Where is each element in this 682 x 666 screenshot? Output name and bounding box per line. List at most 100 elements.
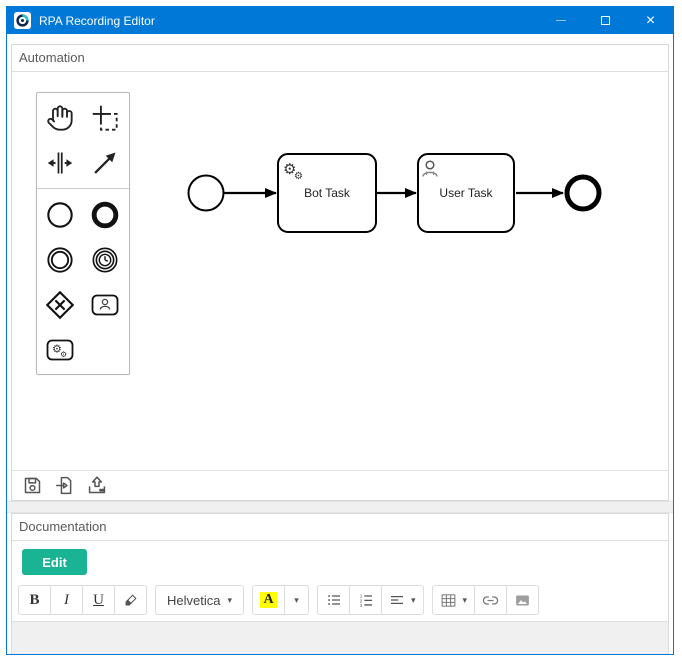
upload-icon: [88, 476, 105, 494]
automation-title: Automation: [19, 50, 85, 65]
font-color-icon: A: [260, 591, 277, 609]
documentation-panel: Documentation Edit B I U: [11, 513, 669, 654]
digit-1: 1: [359, 593, 362, 598]
palette-start-event[interactable]: [37, 192, 82, 237]
digit-3: 3: [359, 603, 362, 608]
bot-task-label: Bot Task: [304, 186, 351, 200]
caret-down-icon: ▾: [411, 594, 416, 605]
bpmn-canvas[interactable]: ⚙ ⚙ Bot Task User Task: [12, 72, 668, 470]
rpa-editor-window: RPA Recording Editor × Automation: [6, 6, 674, 655]
start-event-node[interactable]: [187, 174, 225, 212]
font-color-button[interactable]: A: [252, 585, 285, 615]
font-color-dropdown[interactable]: ▾: [284, 585, 309, 615]
gear-glyph: ⚙: [52, 343, 62, 355]
gateway-icon: [45, 290, 74, 319]
gears-icon-small: ⚙: [294, 171, 303, 182]
title-bar: RPA Recording Editor ×: [7, 7, 673, 34]
minimize-button[interactable]: [538, 7, 583, 34]
palette-separator: [37, 188, 129, 189]
palette-intermediate-event[interactable]: [37, 237, 82, 282]
maximize-button[interactable]: [583, 7, 628, 34]
minimize-icon: [555, 20, 566, 21]
unordered-list-button[interactable]: [317, 585, 350, 615]
eraser-icon: [125, 594, 137, 605]
panel-divider: [7, 501, 673, 513]
user-task-node[interactable]: User Task: [417, 153, 515, 233]
paragraph-group: 1 2 3 ▾: [317, 585, 424, 615]
palette-user-task[interactable]: [82, 282, 127, 327]
timer-event-icon: [92, 247, 117, 272]
window-body: Automation ⚙: [7, 34, 673, 654]
richtext-toolbar: B I U Helvetica ▾: [12, 583, 668, 621]
lasso-tool-icon: [92, 105, 118, 131]
align-left-icon: [391, 596, 403, 604]
font-name-label: Helvetica: [167, 592, 221, 608]
end-event-node[interactable]: [564, 174, 602, 212]
ordered-list-button[interactable]: 1 2 3: [349, 585, 382, 615]
style-group: B I U: [18, 585, 147, 615]
save-button[interactable]: [21, 474, 44, 497]
save-icon: [24, 477, 41, 494]
end-event-icon: [91, 201, 118, 228]
palette-space-tool[interactable]: [37, 140, 82, 185]
tool-palette: ⚙ ⚙: [36, 92, 130, 375]
font-group: Helvetica ▾: [155, 585, 244, 615]
close-icon: ×: [645, 11, 656, 29]
edit-row: Edit: [12, 541, 668, 583]
palette-lasso-tool[interactable]: [82, 95, 127, 140]
upload-button[interactable]: [85, 474, 108, 497]
user-task-icon: [91, 294, 118, 315]
import-button[interactable]: [53, 474, 76, 497]
palette-hand-tool[interactable]: [37, 95, 82, 140]
automation-panel: Automation ⚙: [11, 44, 669, 501]
clear-format-button[interactable]: [114, 585, 147, 615]
bot-task-node[interactable]: ⚙ ⚙ Bot Task: [277, 153, 377, 233]
global-connect-icon: [93, 152, 115, 174]
caret-down-icon: ▾: [294, 594, 299, 605]
maximize-icon: [601, 16, 610, 25]
insert-group: ▾: [431, 585, 540, 615]
link-icon: [482, 595, 499, 605]
palette-empty-cell: [82, 327, 127, 372]
ordered-list-icon: 1 2 3: [359, 593, 372, 608]
space-tool-icon: [47, 152, 72, 173]
gears-icon: ⚙: [283, 161, 296, 178]
bpmn-diagram: ⚙ ⚙ Bot Task User Task: [187, 153, 602, 233]
caret-down-icon: ▾: [227, 594, 232, 605]
documentation-editor-area: [12, 621, 668, 654]
automation-footer-toolbar: [12, 470, 668, 500]
documentation-title: Documentation: [19, 519, 107, 534]
palette-end-event[interactable]: [82, 192, 127, 237]
window-controls: ×: [538, 7, 673, 34]
color-group: A ▾: [252, 585, 309, 615]
palette-bot-task[interactable]: ⚙ ⚙: [37, 327, 82, 372]
palette-global-connect-tool[interactable]: [82, 140, 127, 185]
italic-button[interactable]: I: [50, 585, 83, 615]
window-title: RPA Recording Editor: [39, 13, 155, 28]
hand-tool-icon: [46, 104, 73, 131]
close-button[interactable]: ×: [628, 7, 673, 34]
paragraph-align-dropdown[interactable]: ▾: [381, 585, 424, 615]
font-name-dropdown[interactable]: Helvetica ▾: [155, 585, 244, 615]
palette-gateway[interactable]: [37, 282, 82, 327]
picture-icon: [516, 595, 529, 605]
intermediate-event-icon: [46, 246, 73, 273]
caret-down-icon: ▾: [462, 594, 468, 605]
bot-task-icon: ⚙ ⚙: [46, 339, 73, 360]
documentation-header: Documentation: [12, 514, 668, 541]
user-icon: [422, 160, 438, 177]
palette-timer-event[interactable]: [82, 237, 127, 282]
picture-button[interactable]: [506, 585, 540, 615]
underline-button[interactable]: U: [82, 585, 115, 615]
app-logo-icon: [14, 12, 31, 29]
table-dropdown[interactable]: ▾: [431, 585, 476, 615]
user-task-label: User Task: [439, 186, 493, 200]
unordered-list-icon: [327, 595, 340, 605]
edit-button[interactable]: Edit: [22, 549, 87, 575]
import-icon: [56, 476, 72, 495]
gear-glyph-small: ⚙: [60, 350, 67, 359]
bold-button[interactable]: B: [18, 585, 51, 615]
table-icon: [441, 593, 455, 607]
link-button[interactable]: [474, 585, 508, 615]
digit-2: 2: [359, 598, 362, 603]
